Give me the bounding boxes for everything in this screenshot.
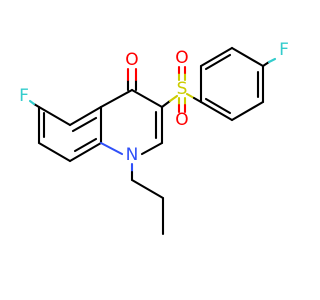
bond — [199, 100, 234, 122]
molecule-structure: O O S O N F F — [19, 40, 289, 236]
bond — [192, 96, 203, 104]
bond — [68, 105, 103, 127]
bond — [160, 99, 172, 109]
bond — [140, 141, 164, 156]
bond — [99, 88, 134, 109]
bond — [261, 60, 271, 68]
bond — [68, 141, 103, 163]
bond — [71, 116, 98, 133]
bond — [37, 105, 72, 127]
bond — [37, 141, 72, 163]
fluorine-left-label: F — [19, 86, 29, 106]
bond — [267, 57, 277, 64]
nitrogen-label: N — [126, 145, 139, 165]
oxygen-sulfonyl-top-label: O — [175, 48, 188, 68]
bond — [204, 97, 232, 115]
oxygen-ketone-label: O — [125, 50, 138, 70]
bond — [130, 178, 165, 200]
bond — [230, 46, 265, 68]
bond — [73, 137, 98, 153]
sulfur-label: S — [177, 79, 188, 99]
bond — [230, 100, 265, 122]
bond — [99, 141, 124, 156]
bond — [168, 94, 179, 103]
bond — [185, 92, 196, 100]
bond — [130, 88, 164, 109]
bond — [199, 46, 234, 68]
fluorine-right-label: F — [279, 40, 289, 60]
oxygen-sulfonyl-bottom-label: O — [175, 110, 188, 130]
bond — [204, 53, 232, 71]
bond — [28, 99, 36, 106]
